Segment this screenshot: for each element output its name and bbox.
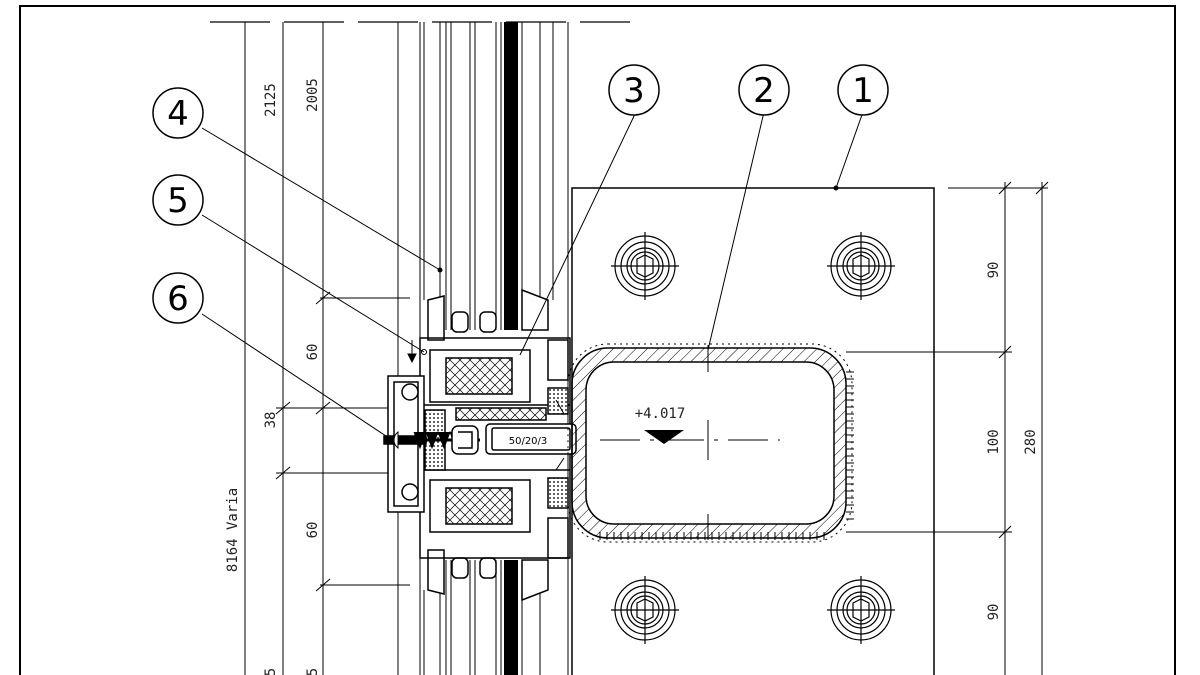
dim-90-upper: 90 [986,262,1002,279]
callout-1: 1 [837,64,889,116]
level-marker: +4.017 [635,406,686,444]
callout-2-label: 2 [753,71,775,111]
callout-6: 6 [152,272,204,324]
callout-leaders [201,111,864,443]
mullion-profile [419,337,571,559]
callout-2: 2 [738,64,790,116]
dim-38: 38 [263,412,279,429]
callout-5: 5 [152,174,204,226]
glazing-gaskets [427,288,549,602]
right-dimension-lines [846,181,1049,675]
dim-varia: 8164 Varia [225,488,241,572]
callout-3: 3 [608,64,660,116]
dim-60-upper: 60 [305,344,321,361]
level-label: +4.017 [635,406,686,422]
dim-2005: 2005 [305,78,321,112]
callout-5-label: 5 [167,181,189,221]
anchor-bolts [611,232,895,644]
dim-90-lower: 90 [986,604,1002,621]
dim-bottom-a: 5 [263,668,279,675]
callout-4: 4 [152,87,204,139]
callout-4-label: 4 [167,94,189,134]
glass-panes [397,22,569,675]
small-arrows [407,340,565,471]
left-dimension-lines [244,22,410,675]
dim-bottom-b: 5 [305,668,321,675]
dim-2125: 2125 [263,83,279,117]
dim-280: 280 [1023,429,1039,454]
callout-3-label: 3 [623,71,645,111]
dim-60-lower: 60 [305,522,321,539]
drawing-frame [19,5,1176,675]
steel-section-tick-marks [599,371,854,540]
callout-1-label: 1 [852,71,874,111]
profile-insert: 50/20/3 [451,423,577,455]
callout-6-label: 6 [167,279,189,319]
profile-label: 50/20/3 [509,436,548,447]
dim-100: 100 [986,429,1002,454]
steel-hollow-section [567,343,853,543]
